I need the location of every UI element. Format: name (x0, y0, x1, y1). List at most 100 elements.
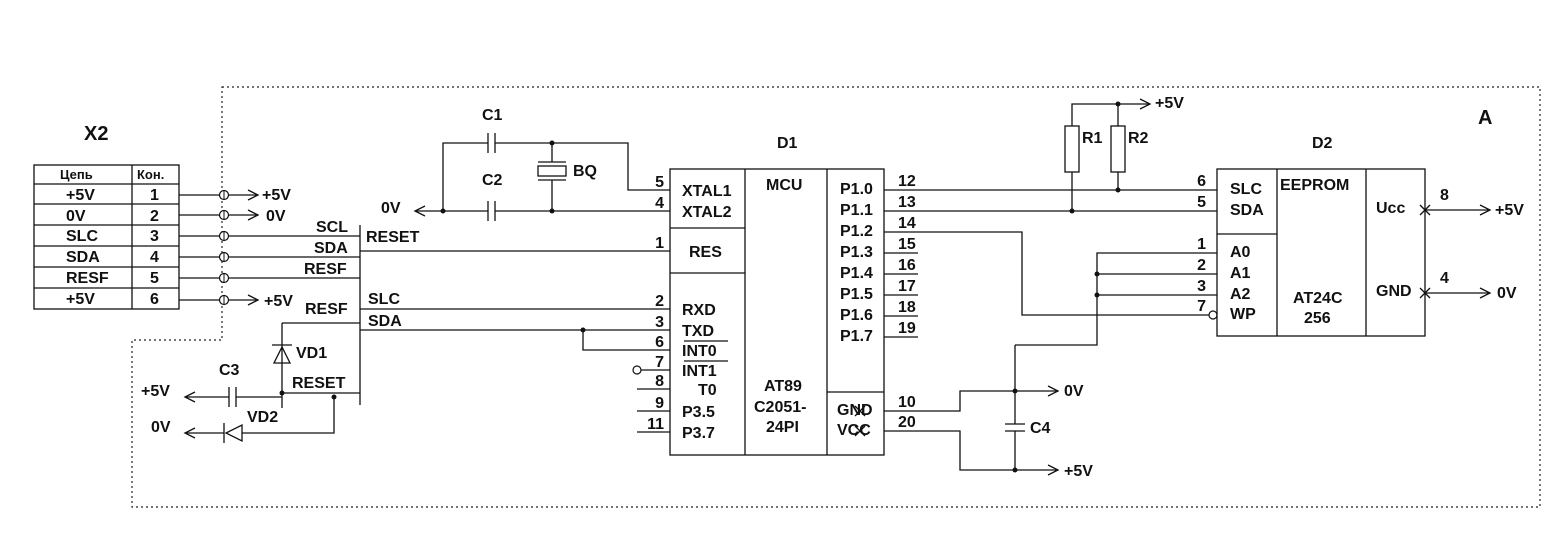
mcu-pin-name: P1.0 (840, 181, 873, 198)
connector-row-circuit: SLC (66, 228, 98, 245)
mcu-pin-name: XTAL1 (682, 183, 732, 200)
mcu-pin-number: 15 (898, 236, 916, 253)
mcu-pin-name: P1.4 (840, 265, 873, 282)
eeprom-pin-name: GND (1376, 283, 1412, 300)
label-scl: SCL (316, 219, 348, 236)
mcu-pin-name: P1.5 (840, 286, 873, 303)
connector-row-contact: 5 (150, 270, 159, 287)
mcu-part-2: C2051- (754, 399, 806, 416)
vd2-0v: 0V (151, 419, 171, 436)
connector-row-circuit: 0V (66, 208, 86, 225)
diode-vd2: VD2 0V (151, 394, 337, 443)
label-reset: RESET (366, 229, 420, 246)
mcu-pin-number: 16 (898, 257, 916, 274)
mcu-pin-name: INT1 (682, 363, 717, 380)
connector-header-circuit: Цепь (60, 167, 93, 182)
connector-header-contact: Кон. (137, 167, 164, 182)
mcu-pin-name: P1.7 (840, 328, 873, 345)
mcu-pin-name: VCC (837, 422, 871, 439)
eeprom-pin-number: 3 (1197, 278, 1206, 295)
mcu-pin-name: GND (837, 402, 873, 419)
connector-row-circuit: SDA (66, 249, 100, 266)
x2-out-5v-6: +5V (264, 293, 293, 310)
mcu-pin-number: 1 (655, 235, 664, 252)
mcu-d1: D1 MCU AT89 C2051- 24PI 5XTAL14XTAL21RES… (647, 135, 916, 456)
eeprom-pin-number: 8 (1440, 187, 1449, 204)
mcu-pin-number: 11 (647, 416, 664, 433)
mcu-pin-number: 13 (898, 194, 916, 211)
mcu-type: MCU (766, 177, 802, 194)
mcu-pin-name: P1.6 (840, 307, 873, 324)
connector-row-contact: 4 (150, 249, 159, 266)
mcu-pin-number: 6 (655, 334, 664, 351)
eeprom-pin-name: Ucc (1376, 200, 1405, 217)
label-sda-2: SDA (368, 313, 402, 330)
c4-0v: 0V (1064, 383, 1084, 400)
connector-wires: +5V 0V +5V (179, 187, 360, 310)
block-ref: A (1478, 107, 1492, 129)
eeprom-pin-name: SDA (1230, 202, 1264, 219)
eeprom-pin-number: 7 (1197, 298, 1206, 315)
eeprom-pin-number: 2 (1197, 257, 1206, 274)
capacitor-c3: C3 +5V (141, 362, 282, 407)
vd2-label: VD2 (247, 409, 278, 426)
mcu-pin-name: P3.7 (682, 425, 715, 442)
mcu-pin-number: 17 (898, 278, 916, 295)
mcu-pin-number: 12 (898, 173, 916, 190)
connector-row-circuit: +5V (66, 187, 95, 204)
mcu-pin-name: P3.5 (682, 404, 715, 421)
label-reset-2: RESET (292, 375, 346, 392)
eeprom-pin-name: A1 (1230, 265, 1251, 282)
oscillator: C1 C2 BQ 0V (381, 107, 670, 221)
eeprom-pin-number: 6 (1197, 173, 1206, 190)
connector-row-contact: 3 (150, 228, 159, 245)
mcu-pin-number: 14 (898, 215, 916, 232)
eeprom-pin-number: 4 (1440, 270, 1449, 287)
mcu-pin-name: INT0 (682, 343, 717, 360)
label-resf-2: RESF (305, 301, 348, 318)
pullup-5v: +5V (1155, 95, 1184, 112)
interface-block: SCL SDA RESF RESET RESF SLC SDA RESET (281, 219, 420, 408)
mcu-pin-number: 8 (655, 373, 664, 390)
pullup-resistors: R1 R2 +5V (1064, 95, 1184, 214)
diode-vd1: VD1 (272, 344, 327, 364)
c3-5v: +5V (141, 383, 170, 400)
eeprom-supply-5v: +5V (1495, 202, 1524, 219)
eeprom-ref: D2 (1312, 135, 1333, 152)
eeprom-part-1: AT24C (1293, 290, 1343, 307)
eeprom-supply-0v: 0V (1497, 285, 1517, 302)
mcu-pin-number: 5 (655, 174, 664, 191)
connector-ref: X2 (84, 123, 108, 145)
label-slc: SLC (368, 291, 400, 308)
eeprom-pin-name: A2 (1230, 286, 1251, 303)
mcu-pin-name: RES (689, 244, 722, 261)
label-resf: RESF (304, 261, 347, 278)
mcu-pin-name: RXD (682, 302, 716, 319)
connector-row-circuit: +5V (66, 291, 95, 308)
c4-5v: +5V (1064, 463, 1093, 480)
mcu-pin-number: 7 (655, 354, 664, 371)
mcu-pin-name: T0 (698, 382, 717, 399)
capacitor-c4: C4 (1005, 345, 1051, 473)
eeprom-pin-name: WP (1230, 306, 1256, 323)
mcu-pin-number: 3 (655, 314, 664, 331)
c2-label: C2 (482, 172, 503, 189)
r1-label: R1 (1082, 130, 1103, 147)
mcu-pin-number: 4 (655, 195, 664, 212)
eeprom-pin-number: 1 (1197, 236, 1206, 253)
c1-label: C1 (482, 107, 503, 124)
connector-row-contact: 1 (150, 187, 159, 204)
label-sda: SDA (314, 240, 348, 257)
x2-out-0v: 0V (266, 208, 286, 225)
mcu-pin-name: P1.1 (840, 202, 873, 219)
mcu-part-3: 24PI (766, 419, 799, 436)
connector-row-contact: 6 (150, 291, 159, 308)
mcu-pin-name: P1.3 (840, 244, 873, 261)
eeprom-pin-name: A0 (1230, 244, 1251, 261)
eeprom-pin-number: 5 (1197, 194, 1206, 211)
mcu-pin-number: 20 (898, 414, 916, 431)
r2-label: R2 (1128, 130, 1149, 147)
